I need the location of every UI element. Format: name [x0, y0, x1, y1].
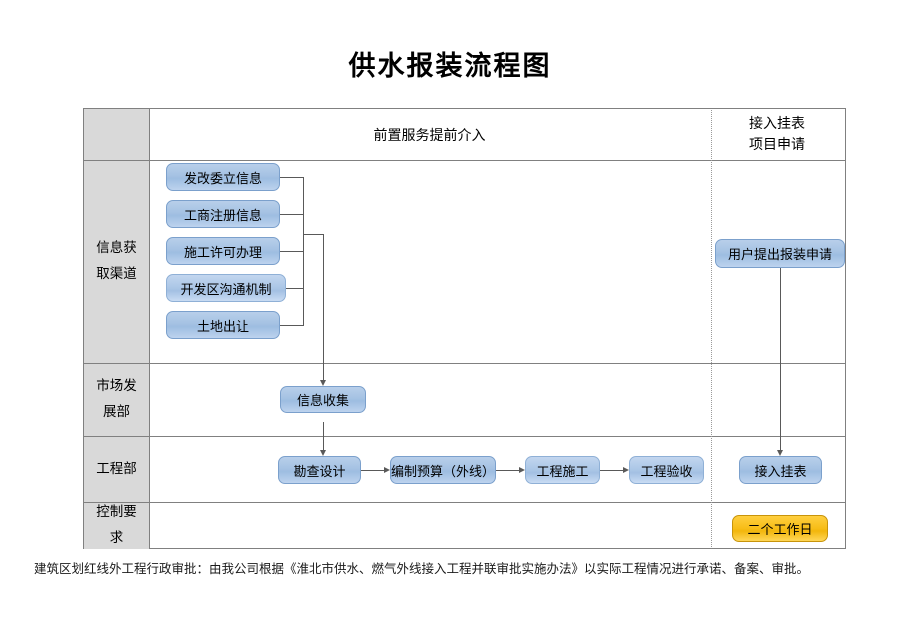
node-source-5[interactable]: 土地出让	[166, 311, 280, 339]
footnote-text: 建筑区划红线外工程行政审批：由我公司根据《淮北市供水、燃气外线接入工程并联审批实…	[34, 561, 810, 576]
arrowhead-construction-to-acceptance	[623, 466, 629, 473]
node-meter-connect-label: 接入挂表	[754, 464, 807, 480]
header-right-label: 接入挂表 项目申请	[709, 109, 845, 160]
node-user-request[interactable]: 用户提出报装申请	[715, 239, 845, 268]
table-row-engineering-dept: 工程部	[84, 437, 845, 503]
connector-budget-to-construction	[496, 470, 520, 471]
node-survey-design[interactable]: 勘查设计	[278, 456, 361, 484]
arrowhead-to-survey-design	[319, 450, 326, 456]
column-divider-dotted	[711, 110, 712, 547]
node-control-duration-label: 二个工作日	[747, 523, 813, 538]
node-source-4[interactable]: 开发区沟通机制	[166, 274, 286, 302]
node-construction[interactable]: 工程施工	[525, 456, 600, 484]
node-user-request-label: 用户提出报装申请	[727, 248, 832, 263]
connector-stub-source-5	[280, 325, 304, 326]
connector-user-request-to-meter	[780, 268, 781, 452]
flowchart-table: 前置服务提前介入 接入挂表 项目申请 信息获 取渠道 市场发 展部 工程部 控制…	[83, 108, 846, 549]
connector-stub-source-1	[280, 177, 304, 178]
row-label-engineering-dept-line1: 工程部	[96, 460, 137, 477]
node-budget-outline-label: 编制预算（外线）	[391, 464, 496, 480]
node-acceptance-label: 工程验收	[640, 464, 693, 480]
arrowhead-to-info-collect	[319, 380, 326, 386]
arrowhead-to-meter-connect	[776, 450, 783, 456]
row-label-info-channels-line1: 信息获	[96, 240, 137, 257]
node-source-1[interactable]: 发改委立信息	[166, 163, 280, 191]
node-budget-outline[interactable]: 编制预算（外线）	[390, 456, 496, 484]
node-source-1-label: 发改委立信息	[183, 171, 262, 187]
node-source-3[interactable]: 施工许可办理	[166, 237, 280, 265]
table-header-row: 前置服务提前介入 接入挂表 项目申请	[84, 109, 845, 161]
row-label-info-channels-line2: 取渠道	[96, 266, 137, 282]
connector-info-collect-to-survey	[323, 422, 324, 452]
table-row-info-channels: 信息获 取渠道	[84, 161, 845, 364]
row-label-market-dept-line2: 展部	[103, 404, 130, 420]
node-info-collect-label: 信息收集	[296, 394, 349, 409]
node-source-4-label: 开发区沟通机制	[180, 282, 272, 298]
node-source-2-label: 工商注册信息	[183, 208, 262, 224]
row-label-info-channels: 信息获 取渠道	[84, 161, 150, 363]
header-right-label-line2: 项目申请	[749, 136, 805, 153]
node-source-5-label: 土地出让	[196, 319, 249, 335]
node-source-3-label: 施工许可办理	[183, 245, 262, 261]
node-acceptance[interactable]: 工程验收	[629, 456, 704, 484]
table-row-control-requirement: 控制要 求	[84, 503, 845, 549]
connector-survey-to-budget	[361, 470, 385, 471]
connector-stub-source-2	[280, 214, 304, 215]
header-right-label-line1: 接入挂表	[749, 115, 805, 132]
connector-bus-to-droplink	[303, 234, 323, 235]
node-construction-label: 工程施工	[536, 464, 589, 480]
row-label-control-requirement-line1: 控制要	[96, 504, 137, 521]
header-main-cell: 前置服务提前介入	[150, 109, 709, 160]
row-label-engineering-dept: 工程部	[84, 437, 150, 502]
connector-drop-to-info-collect	[323, 234, 324, 382]
connector-construction-to-acceptance	[600, 470, 624, 471]
header-right-cell: 接入挂表 项目申请	[709, 109, 845, 160]
row-label-control-requirement: 控制要 求	[84, 503, 150, 549]
arrowhead-survey-to-budget	[384, 466, 390, 473]
node-survey-design-label: 勘查设计	[293, 464, 346, 480]
page-title: 供水报装流程图	[348, 51, 552, 82]
node-source-2[interactable]: 工商注册信息	[166, 200, 280, 228]
row-label-control-requirement-line2: 求	[109, 530, 124, 546]
header-main-label: 前置服务提前介入	[373, 127, 486, 144]
row-label-market-dept-line1: 市场发	[96, 378, 137, 395]
arrowhead-budget-to-construction	[519, 466, 525, 473]
row-label-market-dept: 市场发 展部	[84, 364, 150, 436]
node-info-collect[interactable]: 信息收集	[280, 386, 366, 413]
header-corner-cell	[84, 109, 150, 160]
connector-bus-vertical	[303, 177, 304, 326]
node-control-duration[interactable]: 二个工作日	[732, 515, 828, 542]
node-meter-connect[interactable]: 接入挂表	[739, 456, 822, 484]
table-row-market-dept: 市场发 展部	[84, 364, 845, 437]
connector-stub-source-3	[280, 251, 304, 252]
connector-stub-source-4	[286, 288, 304, 289]
